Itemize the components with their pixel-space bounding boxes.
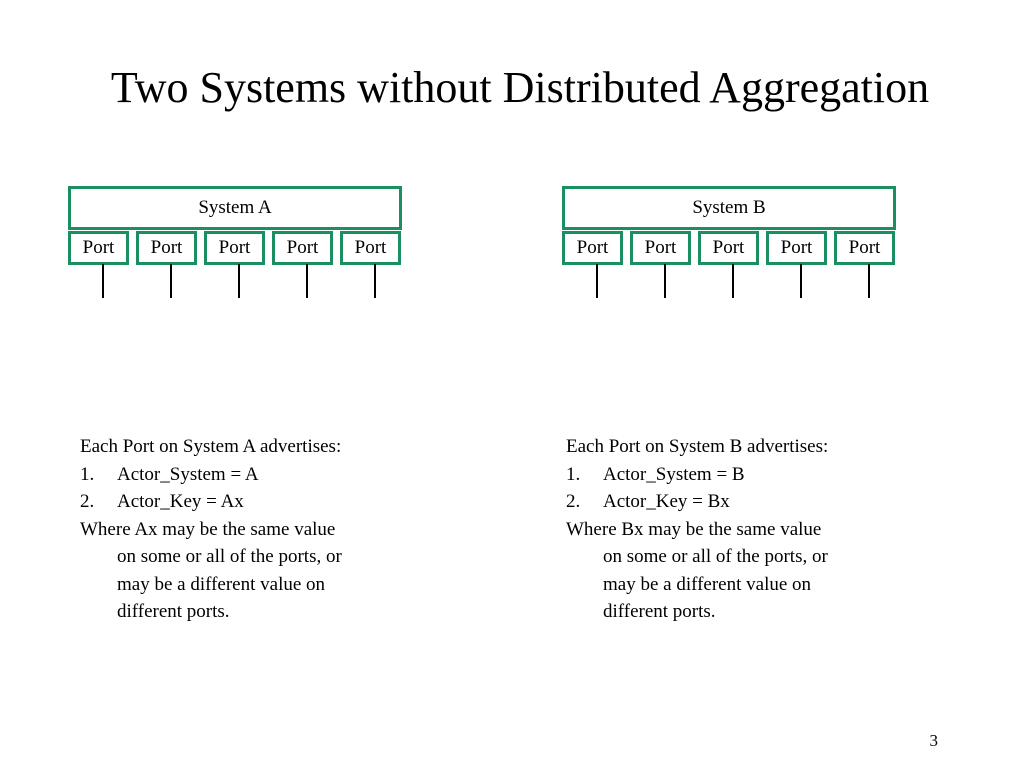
system-a-link-2 <box>170 264 172 298</box>
page-number: 3 <box>929 731 939 750</box>
system-b-item-2: 2. Actor_Key = Bx <box>566 488 946 516</box>
system-b-note-line: may be a different value on <box>603 573 812 595</box>
system-b-note-line: different ports. <box>603 601 716 622</box>
system-a-link-5 <box>374 264 376 298</box>
slide-title: Two Systems without Distributed Aggregat… <box>110 63 930 112</box>
system-a-link-3 <box>238 264 240 298</box>
list-number: 2. <box>566 491 581 512</box>
system-b-link-4 <box>800 264 802 298</box>
system-a-port-2: Port <box>136 231 197 265</box>
system-b-box: System B <box>562 186 896 230</box>
list-text: Actor_Key = Bx <box>603 491 730 512</box>
system-b-intro: Each Port on System B advertises: <box>566 436 829 457</box>
system-b-description: Each Port on System B advertises: 1. Acto… <box>566 433 946 626</box>
system-a-port-5: Port <box>340 231 401 265</box>
system-a-box: System A <box>68 186 402 230</box>
system-a-note-line: on some or all of the ports, or <box>117 546 342 567</box>
system-a-intro: Each Port on System A advertises: <box>80 436 342 457</box>
list-text: Actor_Key = Ax <box>117 491 244 512</box>
list-number: 1. <box>80 463 95 485</box>
system-b-port-2: Port <box>630 231 691 265</box>
list-number: 1. <box>566 463 581 485</box>
system-a-note-line: different ports. <box>117 601 230 622</box>
system-b-port-3: Port <box>698 231 759 265</box>
system-a-link-4 <box>306 264 308 298</box>
system-b-item-1: 1. Actor_System = B <box>566 461 946 489</box>
system-a-port-4: Port <box>272 231 333 265</box>
system-b-note-line: Where Bx may be the same value <box>566 518 822 540</box>
system-b-link-2 <box>664 264 666 298</box>
list-text: Actor_System = A <box>117 463 259 485</box>
system-a-port-1: Port <box>68 231 129 265</box>
system-b-port-1: Port <box>562 231 623 265</box>
system-b-note-line: on some or all of the ports, or <box>603 546 828 567</box>
system-b-link-3 <box>732 264 734 298</box>
system-a-link-1 <box>102 264 104 298</box>
system-a-note-line: Where Ax may be the same value <box>80 518 336 540</box>
system-a-note-line: may be a different value on <box>117 573 326 595</box>
system-b-port-5: Port <box>834 231 895 265</box>
system-a-description: Each Port on System A advertises: 1. Acto… <box>80 433 460 626</box>
list-text: Actor_System = B <box>603 463 745 485</box>
system-a-item-1: 1. Actor_System = A <box>80 461 460 489</box>
list-number: 2. <box>80 491 95 512</box>
system-b-link-5 <box>868 264 870 298</box>
system-a-item-2: 2. Actor_Key = Ax <box>80 488 460 516</box>
system-b-link-1 <box>596 264 598 298</box>
system-a-port-3: Port <box>204 231 265 265</box>
system-b-port-4: Port <box>766 231 827 265</box>
